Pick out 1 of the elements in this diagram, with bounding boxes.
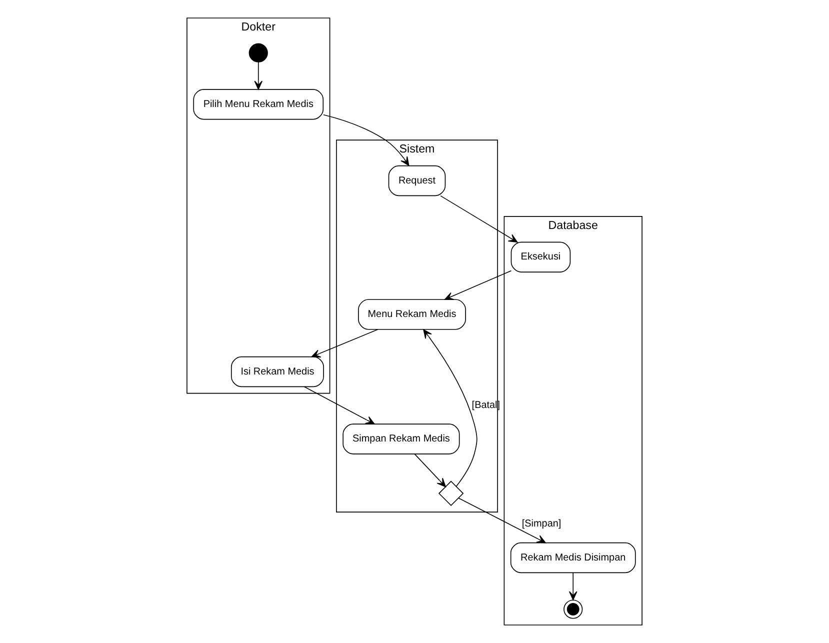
edge-label: [Simpan] — [522, 518, 562, 530]
